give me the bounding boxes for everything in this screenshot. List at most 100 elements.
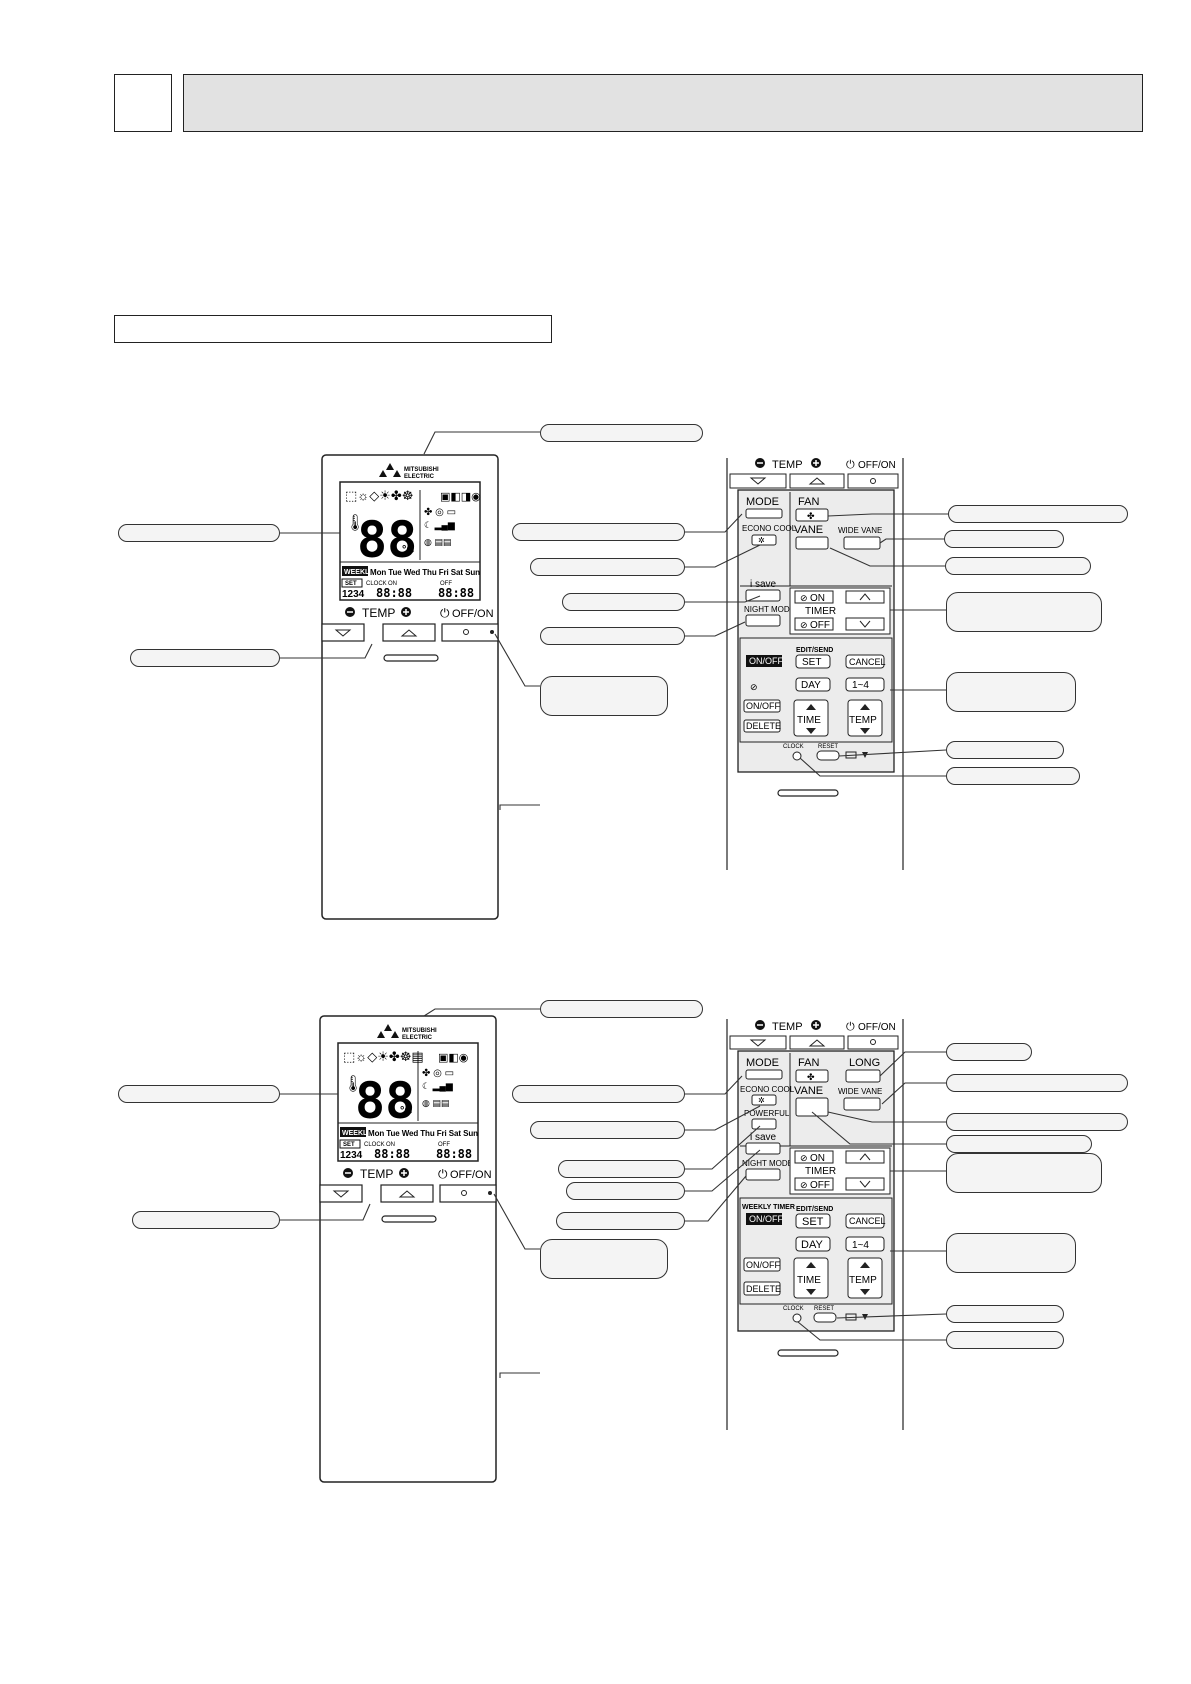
temp-set-button[interactable]: [847, 699, 883, 737]
time-button-b[interactable]: [793, 1257, 829, 1299]
fan-speed-icon: ✤ ◎ ▭: [424, 507, 456, 518]
delete-button-b[interactable]: [743, 1281, 781, 1296]
timer-on-label: ON: [810, 593, 825, 604]
program-select-button-b[interactable]: [845, 1236, 885, 1252]
cancel-button-b[interactable]: [845, 1213, 885, 1229]
timer-up-button[interactable]: [845, 590, 885, 604]
temperature-digits: 88: [357, 511, 417, 569]
callout-remote-b-off-on: [540, 1239, 668, 1279]
inside-temp-up-button[interactable]: [789, 473, 845, 489]
temp-set-button-b[interactable]: [847, 1257, 883, 1299]
day-button[interactable]: [795, 677, 831, 692]
set-button-b[interactable]: [795, 1213, 831, 1229]
program-select-button[interactable]: [845, 677, 885, 692]
weekly-badge-b: WEEKLY: [342, 1130, 372, 1137]
callout-remote-b-i-save: [566, 1182, 685, 1200]
fan-button[interactable]: [795, 508, 829, 522]
night-mode-button-b[interactable]: [745, 1168, 781, 1181]
temperature-unit-b: °C: [400, 1105, 412, 1117]
day-button-b[interactable]: [795, 1236, 831, 1252]
cancel-button[interactable]: [845, 654, 885, 669]
temp-up-button[interactable]: [382, 623, 436, 642]
day-label: DAY: [801, 680, 821, 691]
off-label: OFF: [440, 581, 452, 587]
timer-off-button[interactable]: [794, 617, 834, 631]
time-button[interactable]: [793, 699, 829, 737]
vane-button-b[interactable]: [795, 1097, 829, 1117]
off-on-button-b[interactable]: [439, 1184, 497, 1203]
timer-up-button-b[interactable]: [845, 1150, 885, 1164]
off-on-button[interactable]: [441, 623, 499, 642]
set-button[interactable]: [795, 654, 831, 669]
inside-temp-down-button[interactable]: [729, 473, 787, 489]
reset-button[interactable]: [816, 750, 840, 761]
wide-vane-button-b[interactable]: [843, 1097, 881, 1111]
mode-button-b[interactable]: [745, 1069, 783, 1080]
inside-off-on-label: OFF/ON: [858, 460, 896, 471]
temp-down-button-b[interactable]: [319, 1184, 363, 1203]
econo-cool-label: ECONO COOL: [742, 524, 797, 533]
powerful-label: POWERFUL: [744, 1109, 790, 1118]
night-mode-button[interactable]: [745, 614, 781, 627]
battery-icon: [845, 751, 857, 759]
mode-label: MODE: [746, 496, 779, 508]
timer-on-button[interactable]: [794, 590, 834, 604]
i-save-button[interactable]: [745, 589, 781, 602]
callout-remote-b-reset: [946, 1305, 1064, 1323]
powerful-button[interactable]: [751, 1118, 777, 1130]
reset-button-b[interactable]: [813, 1312, 837, 1323]
program-numbers: 1234: [342, 589, 365, 600]
svg-text:⊘: ⊘: [800, 1153, 808, 1163]
timer-down-button-b[interactable]: [845, 1177, 885, 1191]
brand-logo-icon-b: [384, 1024, 392, 1031]
weekly-timer-label: WEEKLY TIMER: [742, 1204, 795, 1211]
clock-button-b[interactable]: [792, 1313, 802, 1323]
vane-button[interactable]: [795, 536, 829, 550]
inside-temp-up-button-b[interactable]: [789, 1035, 845, 1050]
callout-remote-a-reset: [946, 741, 1064, 759]
timer-on-button-b[interactable]: [794, 1150, 834, 1164]
callout-remote-a-display: [118, 524, 280, 542]
timer-down-button[interactable]: [845, 617, 885, 631]
timer-label-b: TIMER: [805, 1166, 836, 1177]
temp-down-button[interactable]: [321, 623, 365, 642]
section-number-box: [114, 74, 172, 132]
long-button[interactable]: [845, 1069, 881, 1083]
time-right: 88:88: [438, 586, 474, 600]
weekly-on-off-2-label: ON/OFF: [746, 701, 780, 711]
callout-remote-b-fan: [946, 1113, 1128, 1131]
clock-label: CLOCK: [366, 581, 387, 587]
edit-send-label-b: EDIT/SEND: [796, 1206, 833, 1213]
brand-line2-b: ELECTRIC: [402, 1035, 433, 1041]
i-save-button-b[interactable]: [745, 1142, 781, 1155]
inside-off-on-button[interactable]: [847, 473, 899, 489]
econo-cool-button-b[interactable]: [751, 1094, 777, 1106]
inside-lid-slot-b: [777, 1349, 839, 1357]
timer-off-label-b: OFF: [810, 1180, 830, 1191]
weekly-on-off-2-button[interactable]: [743, 699, 781, 713]
weekly-on-off-button[interactable]: [746, 655, 782, 667]
set-badge-b: SET: [343, 1142, 355, 1148]
inside-off-on-button-b[interactable]: [847, 1035, 899, 1050]
weekly-on-off-button-b[interactable]: [746, 1213, 782, 1225]
fan-button-b[interactable]: [795, 1069, 829, 1083]
callout-remote-a-mode: [512, 523, 685, 541]
night-mode-label: NIGHT MODE: [744, 605, 795, 614]
weekly-on-off-2-label-b: ON/OFF: [746, 1260, 780, 1270]
set-badge: SET: [345, 581, 357, 587]
brand-logo-icon: [386, 463, 394, 470]
mode-button[interactable]: [745, 508, 783, 519]
wide-vane-button[interactable]: [843, 536, 881, 550]
econo-cool-button[interactable]: [751, 534, 777, 546]
weekly-on-off-2-button-b[interactable]: [743, 1257, 781, 1272]
svg-text:⊘: ⊘: [800, 620, 808, 630]
remote-b-body: [319, 1015, 497, 1483]
signal-bars-icon: ☾ ▂▄▆: [424, 520, 456, 531]
temp-up-button-b[interactable]: [380, 1184, 434, 1203]
timer-label: TIMER: [805, 606, 836, 617]
timer-off-button-b[interactable]: [794, 1177, 834, 1191]
clock-button[interactable]: [792, 751, 802, 761]
inside-temp-down-button-b[interactable]: [729, 1035, 787, 1050]
delete-button[interactable]: [743, 719, 781, 733]
inside-temp-label-b: TEMP: [772, 1021, 803, 1033]
